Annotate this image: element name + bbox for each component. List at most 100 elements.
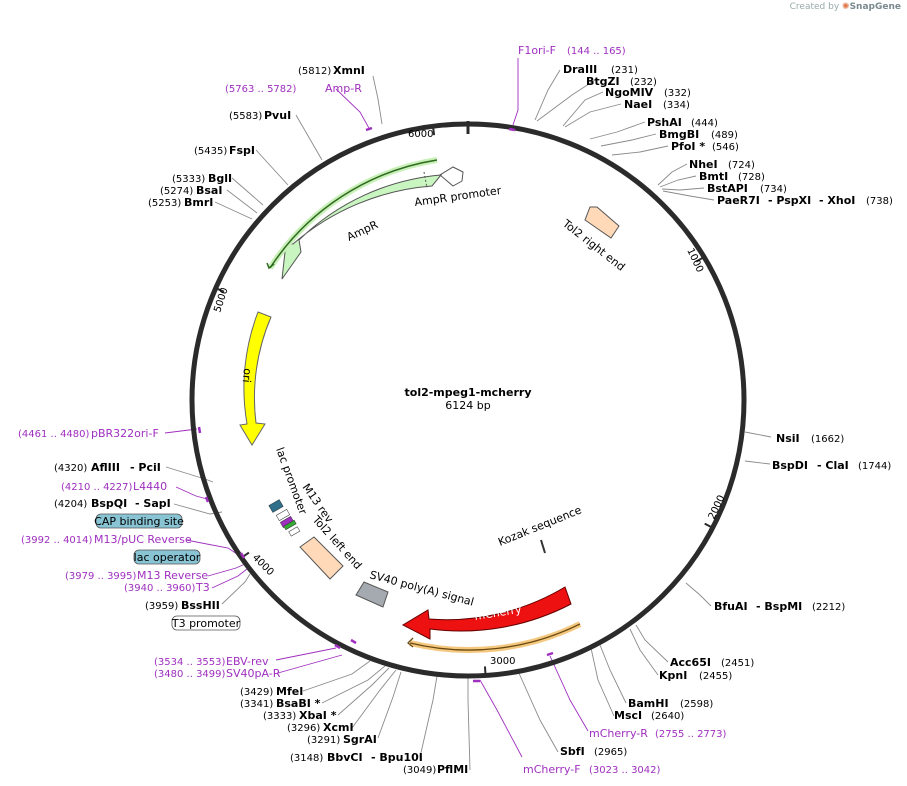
enzyme-mfei[interactable]: MfeI <box>276 685 303 698</box>
enzyme-draiii[interactable]: DraIII <box>563 63 597 76</box>
cap-label[interactable]: CAP binding site <box>94 515 184 528</box>
enzyme-pspxi[interactable]: - PspXI <box>768 194 811 207</box>
enzyme-bstapi[interactable]: BstAPI <box>707 182 748 195</box>
enzyme-acc65i[interactable]: Acc65I <box>670 656 711 669</box>
enzyme-clai[interactable]: - ClaI <box>817 459 849 472</box>
enzyme-pos-bmgbi: (489) <box>711 130 738 141</box>
primer-pbr322ori-f[interactable]: pBR322ori-F <box>91 427 159 440</box>
primer-ebv-rev[interactable]: EBV-rev <box>226 655 269 668</box>
enzyme-pos-mfei: (3429) <box>240 687 273 698</box>
primer-t3[interactable]: T3 <box>195 581 210 594</box>
enzyme-bbvci[interactable]: BbvCI <box>327 751 363 764</box>
enzyme-paer7i[interactable]: PaeR7I <box>717 194 760 207</box>
enzyme-pcii[interactable]: - PciI <box>130 461 161 474</box>
enzyme-sbfi[interactable]: SbfI <box>560 745 585 758</box>
enzyme-pos-bspdi: (1744) <box>858 461 891 472</box>
ori-arrow[interactable] <box>239 311 272 446</box>
enzyme-pos-afliii: (4320) <box>54 463 87 474</box>
ampr-promoter-label[interactable]: AmpR promoter <box>414 184 503 209</box>
enzyme-pos-bmri: (5253) <box>148 198 181 209</box>
enzyme-labels: (5812) XmnI (5583) PvuI (5435) FspI (533… <box>54 63 893 776</box>
enzyme-pos-bfuai: (2212) <box>812 602 845 613</box>
t3-promoter-feature[interactable] <box>288 526 301 537</box>
mcherry-highlight-line <box>409 623 581 651</box>
enzyme-nhei[interactable]: NheI <box>689 158 718 171</box>
kozak-label[interactable]: Kozak sequence <box>496 503 583 548</box>
enzyme-pfoi[interactable]: PfoI * <box>671 140 705 153</box>
enzyme-fspi[interactable]: FspI <box>229 144 255 157</box>
enzyme-bamhi[interactable]: BamHI <box>628 697 669 710</box>
lac-operator-label-box <box>133 549 201 565</box>
enzyme-afliii[interactable]: AflIII <box>91 461 120 474</box>
primer-pos-f1ori-f: (144 .. 165) <box>567 46 626 57</box>
enzyme-pos-xmni: (5812) <box>298 66 331 77</box>
enzyme-xcmi[interactable]: XcmI <box>323 721 354 734</box>
enzyme-naei[interactable]: NaeI <box>624 98 652 111</box>
leader-lines <box>165 69 772 771</box>
ampr-promoter-arrow[interactable] <box>439 166 464 187</box>
primer-pos-mcherry-f: (3023 .. 3042) <box>589 765 661 776</box>
enzyme-bpu10i[interactable]: - Bpu10I <box>371 751 423 764</box>
enzyme-xbai[interactable]: XbaI * <box>299 709 337 722</box>
enzyme-bspmi[interactable]: - BspMI <box>756 600 802 613</box>
enzyme-xhoi[interactable]: - XhoI <box>819 194 855 207</box>
enzyme-kpni[interactable]: KpnI <box>659 669 687 682</box>
kozak-mark <box>540 539 546 554</box>
created-by-credit[interactable]: Created by ✺SnapGene <box>790 2 901 12</box>
enzyme-bsai[interactable]: BsaI <box>196 184 222 197</box>
lac-operator-label[interactable]: lac operator <box>134 551 201 564</box>
enzyme-xmni[interactable]: XmnI <box>333 64 365 77</box>
primer-pos-ebv-rev: (3534 .. 3553) <box>154 657 226 668</box>
t3-promoter-label[interactable]: T3 promoter <box>171 617 241 630</box>
enzyme-bsabi[interactable]: BsaBI * <box>276 697 321 710</box>
ori-label[interactable]: ori <box>240 368 254 383</box>
mcherry-arrow[interactable] <box>401 586 572 640</box>
ampr-label[interactable]: AmpR <box>345 218 381 244</box>
enzyme-pos-sbfi: (2965) <box>594 747 627 758</box>
primer-f1ori-f[interactable]: F1ori-F <box>518 44 556 57</box>
enzyme-bmgbi[interactable]: BmgBI <box>659 128 699 141</box>
enzyme-pos-bspqi: (4204) <box>54 499 87 510</box>
ampr-arrow[interactable] <box>281 174 443 280</box>
enzyme-bmri[interactable]: BmrI <box>184 196 213 209</box>
enzyme-pshai[interactable]: PshAI <box>647 116 682 129</box>
primer-pos-amp-r: (5763 .. 5782) <box>225 84 297 95</box>
tol2-right-end-feature[interactable] <box>584 206 620 239</box>
enzyme-pos-bsai: (5274) <box>160 186 193 197</box>
tol2-left-end-feature[interactable] <box>299 536 344 580</box>
enzyme-bfuai[interactable]: BfuAI <box>714 600 748 613</box>
enzyme-bsshii[interactable]: BssHII <box>181 599 220 612</box>
plasmid-name: tol2-mpeg1-mcherry <box>405 386 532 399</box>
primer-m13-reverse[interactable]: M13 Reverse <box>137 569 208 582</box>
enzyme-sgrai[interactable]: SgrAI <box>343 733 377 746</box>
enzyme-pos-bmti: (728) <box>738 172 765 183</box>
enzyme-pvui[interactable]: PvuI <box>264 109 291 122</box>
enzyme-bgli[interactable]: BglI <box>208 172 232 185</box>
enzyme-pflmi[interactable]: PflMI <box>437 763 468 776</box>
enzyme-bspdi[interactable]: BspDI <box>772 459 808 472</box>
primer-sv40pa-r[interactable]: SV40pA-R <box>226 667 281 680</box>
lac-operator-feature[interactable] <box>283 519 297 531</box>
enzyme-pos-pvui: (5583) <box>229 111 262 122</box>
enzyme-btgzi[interactable]: BtgZI <box>586 75 620 88</box>
enzyme-nsii[interactable]: NsiI <box>776 432 800 445</box>
lac-promoter-feature[interactable] <box>268 499 284 513</box>
primer-mcherry-r[interactable]: mCherry-R <box>589 727 648 740</box>
primer-l4440[interactable]: L4440 <box>133 480 167 493</box>
primer-m13-puc-reverse[interactable]: M13/pUC Reverse <box>94 533 192 546</box>
enzyme-pos-draiii: (231) <box>611 65 638 76</box>
primer-pos-m13-puc-reverse: (3992 .. 4014) <box>21 535 93 546</box>
sv40-polya-feature[interactable] <box>355 581 389 608</box>
enzyme-bspqi[interactable]: BspQI <box>91 497 127 510</box>
enzyme-pos-pfoi: (546) <box>712 142 739 153</box>
enzyme-ngomiv[interactable]: NgoMIV <box>605 86 654 99</box>
cap-site-feature[interactable] <box>275 509 291 521</box>
enzyme-bmti[interactable]: BmtI <box>699 170 728 183</box>
enzyme-sapi[interactable]: - SapI <box>135 497 171 510</box>
enzyme-msci[interactable]: MscI <box>614 709 642 722</box>
primer-mcherry-f[interactable]: mCherry-F <box>523 763 581 776</box>
primer-amp-r[interactable]: Amp-R <box>325 82 362 95</box>
primer-pos-t3: (3940 .. 3960) <box>124 583 196 594</box>
